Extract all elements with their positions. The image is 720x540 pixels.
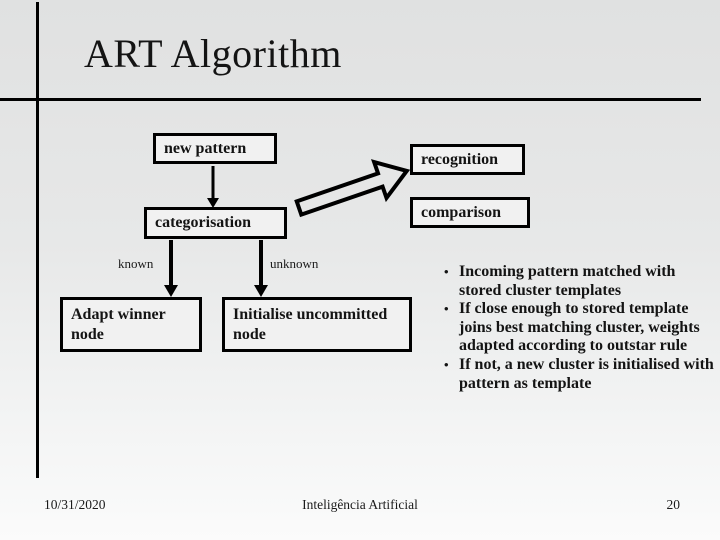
left-accent-line <box>36 2 39 478</box>
flow-box-initialise-uncommitted-node-label: Initialise uncommitted node <box>233 306 388 343</box>
arrowhead-known <box>164 285 178 297</box>
footer-page-number: 20 <box>666 497 681 512</box>
bullet-item: If close enough to stored template joins… <box>443 300 717 356</box>
flow-box-new-pattern: new pattern <box>153 133 277 164</box>
bullet-item: If not, a new cluster is initialised wit… <box>443 356 717 393</box>
flow-box-adapt-winner-node-label: Adapt winner node <box>71 306 166 343</box>
flow-box-adapt-winner-node: Adapt winner node <box>60 297 202 352</box>
page-title: ART Algorithm <box>84 31 342 76</box>
flow-box-new-pattern-label: new pattern <box>164 139 247 157</box>
flow-box-initialise-uncommitted-node: Initialise uncommitted node <box>222 297 412 352</box>
bullet-list: Incoming pattern matched with stored clu… <box>443 263 717 393</box>
flow-box-recognition-label: recognition <box>421 150 499 168</box>
bullet-item: Incoming pattern matched with stored clu… <box>443 263 717 300</box>
footer-course-name: Inteligência Artificial <box>302 497 418 512</box>
flow-box-categorisation: categorisation <box>144 207 287 239</box>
title-underline <box>0 98 701 101</box>
flow-box-comparison-label: comparison <box>421 203 501 221</box>
flow-box-recognition: recognition <box>410 144 525 175</box>
edge-label-known: known <box>118 256 154 271</box>
footer-date: 10/31/2020 <box>44 497 106 512</box>
flow-box-categorisation-label: categorisation <box>155 214 251 231</box>
block-arrow-to-recognition <box>294 159 411 218</box>
flow-box-comparison: comparison <box>410 197 530 228</box>
arrowhead-unknown <box>254 285 268 297</box>
edge-label-unknown: unknown <box>270 256 319 271</box>
